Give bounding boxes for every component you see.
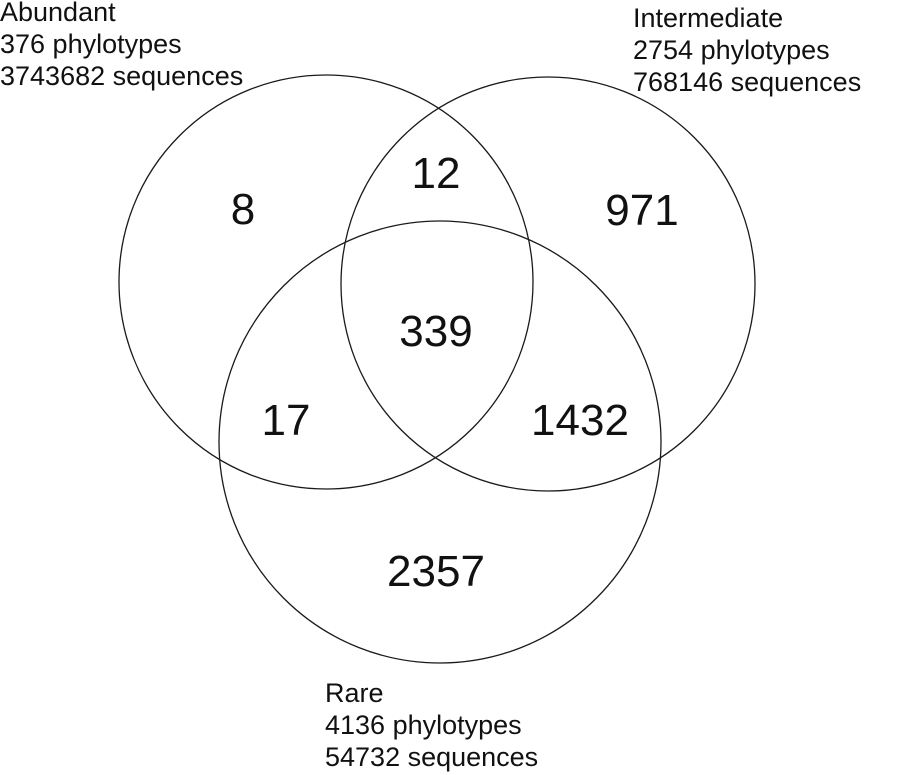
- rare-name: Rare: [325, 678, 384, 708]
- abundant-phylotypes: 376 phylotypes: [0, 29, 182, 59]
- rare-phylotypes: 4136 phylotypes: [325, 710, 522, 740]
- rare-set-label: Rare 4136 phylotypes 54732 sequences: [325, 677, 538, 773]
- count-rare-only: 2357: [387, 547, 485, 596]
- intermediate-circle: [340, 76, 756, 492]
- rare-sequences: 54732 sequences: [325, 742, 539, 772]
- rare-circle: [218, 220, 662, 664]
- count-abundant-intermediate: 12: [412, 149, 461, 198]
- abundant-name: Abundant: [0, 0, 116, 27]
- abundant-sequences: 3743682 sequences: [0, 61, 244, 91]
- count-all-three: 339: [399, 307, 472, 356]
- abundant-set-label: Abundant 376 phylotypes 3743682 sequence…: [0, 0, 243, 92]
- abundant-circle: [118, 74, 534, 490]
- intermediate-sequences: 768146 sequences: [633, 67, 862, 97]
- count-intermediate-only: 971: [605, 186, 678, 235]
- intermediate-name: Intermediate: [633, 3, 784, 33]
- intermediate-set-label: Intermediate 2754 phylotypes 768146 sequ…: [633, 2, 861, 98]
- intermediate-phylotypes: 2754 phylotypes: [633, 35, 830, 65]
- count-abundant-rare: 17: [262, 396, 311, 445]
- count-abundant-only: 8: [231, 185, 255, 234]
- count-intermediate-rare: 1432: [531, 396, 629, 445]
